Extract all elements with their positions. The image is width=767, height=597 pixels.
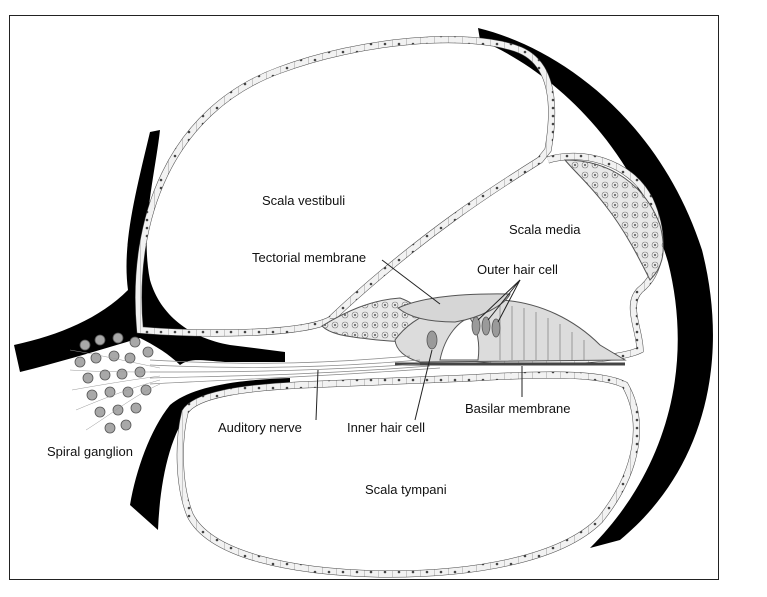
spiral-ganglion-cells: [69, 332, 161, 434]
label-spiral-ganglion: Spiral ganglion: [47, 444, 133, 459]
tectorial-membrane-shape: [397, 293, 511, 323]
label-scala-media: Scala media: [509, 222, 581, 237]
auditory-nerve-fibers: [149, 355, 441, 385]
label-outer-hair-cell: Outer hair cell: [477, 262, 558, 277]
label-inner-hair-cell: Inner hair cell: [347, 420, 425, 435]
leader-lines: [315, 259, 523, 421]
lower-bone-lip: [130, 378, 290, 530]
label-auditory-nerve: Auditory nerve: [218, 420, 302, 435]
label-scala-tympani: Scala tympani: [365, 482, 447, 497]
scala-vestibuli-wall: [135, 36, 556, 337]
label-scala-vestibuli: Scala vestibuli: [262, 193, 345, 208]
inner-hair-cell-shape: [426, 330, 438, 350]
modiolus-bone: [14, 130, 285, 372]
figure-frame: [9, 15, 719, 580]
stria-vascularis: [563, 159, 664, 281]
outer-hair-cells: [471, 316, 501, 338]
label-tectorial-membrane: Tectorial membrane: [252, 250, 366, 265]
label-basilar-membrane: Basilar membrane: [465, 401, 571, 416]
outer-bone-wall: [478, 28, 713, 548]
corti-cell-lines: [499, 305, 585, 360]
